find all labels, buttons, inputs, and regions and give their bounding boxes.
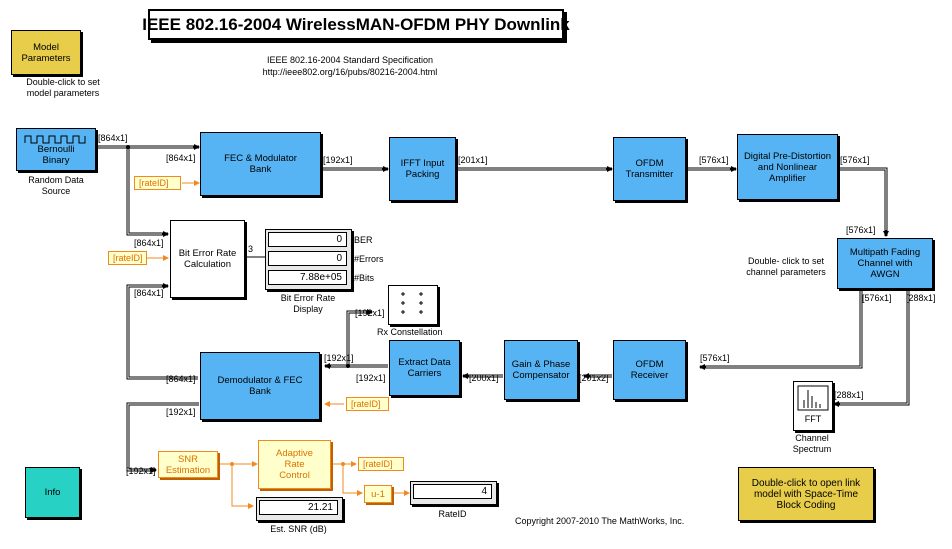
rateid-value: 4	[413, 484, 492, 499]
ber-calc-label: Bit Error Rate Calculation	[178, 248, 237, 270]
snr-estimation-label: SNR Estimation	[165, 453, 211, 476]
rateid-from-tag-ber[interactable]: [rateID]	[108, 251, 147, 265]
bernoulli-binary-block[interactable]: Bernoulli Binary	[16, 128, 96, 171]
bits-row-label: #Bits	[354, 273, 375, 283]
fec-modulator-label: FEC & Modulator Bank	[224, 153, 297, 175]
ofdm-rx-label: OFDM Receiver	[630, 359, 669, 381]
spectrum-icon	[797, 385, 829, 411]
unit-delay-block[interactable]: u-1	[364, 485, 392, 503]
pulse-train-icon	[24, 135, 86, 143]
sig-rx-out: [201x2]	[579, 373, 609, 383]
sig-ber-tx-in: [864x1]	[134, 238, 164, 248]
ber-display-caption: Bit Error Rate Display	[280, 293, 336, 314]
sig-rx-in: [576x1]	[700, 353, 730, 363]
unit-delay-label: u-1	[371, 488, 385, 500]
adaptive-rate-control-block[interactable]: Adaptive Rate Control	[258, 440, 331, 489]
snr-estimation-block[interactable]: SNR Estimation	[158, 451, 218, 478]
model-parameters-hint: Double-click to set model parameters	[26, 77, 100, 98]
spec-line1: IEEE 802.16-2004 Standard Specification	[266, 55, 434, 65]
sig-snr-in: [192x1]	[126, 466, 156, 476]
bernoulli-binary-label: Bernoulli Binary	[37, 143, 75, 166]
sig-fec-in: [864x1]	[166, 153, 196, 163]
demodulator-fec-bank-block[interactable]: Demodulator & FEC Bank	[200, 352, 320, 420]
sig-gain-out: [200x1]	[469, 373, 499, 383]
ber-value: 0	[268, 232, 347, 247]
spec-link[interactable]: http://ieee802.org/16/pubs/80216-2004.ht…	[262, 67, 438, 77]
est-snr-value: 21.21	[259, 500, 338, 515]
ber-row-label: BER	[354, 235, 373, 245]
gain-phase-label: Gain & Phase Compensator	[511, 359, 571, 381]
bernoulli-caption: Random Data Source	[28, 175, 84, 196]
est-snr-caption: Est. SNR (dB)	[270, 524, 327, 534]
sig-constellation-in: [192x1]	[355, 308, 385, 318]
stbc-model-link-block[interactable]: Double-click to open link model with Spa…	[738, 467, 874, 521]
ofdm-tx-label: OFDM Transmitter	[625, 158, 674, 180]
sig-bernoulli-out: [864x1]	[98, 133, 128, 143]
sig-ifft-out: [201x1]	[458, 155, 488, 165]
model-parameters-label: Model Parameters	[21, 41, 71, 64]
errors-row-label: #Errors	[354, 254, 384, 264]
ifft-input-packing-block[interactable]: IFFT Input Packing	[389, 137, 456, 201]
channel-label: Multipath Fading Channel with AWGN	[849, 247, 921, 280]
bit-error-rate-calc-block[interactable]: Bit Error Rate Calculation	[170, 220, 245, 298]
sig-tx-out: [576x1]	[699, 155, 729, 165]
adaptive-rate-label: Adaptive Rate Control	[276, 448, 313, 481]
model-title: IEEE 802.16-2004 WirelessMAN-OFDM PHY Do…	[142, 9, 570, 40]
sig-extract-out: [192x1]	[356, 373, 386, 383]
info-label: Info	[44, 487, 61, 498]
sig-spectrum-in: [288x1]	[834, 390, 864, 400]
sig-demod-out: [864x1]	[166, 374, 196, 384]
extract-data-carriers-block[interactable]: Extract Data Carriers	[389, 340, 460, 396]
spec-note[interactable]: IEEE 802.16-2004 Standard Specification …	[240, 54, 460, 78]
channel-spectrum-caption: Channel Spectrum	[792, 433, 832, 454]
stbc-label: Double-click to open link model with Spa…	[751, 477, 861, 511]
ofdm-receiver-block[interactable]: OFDM Receiver	[613, 340, 686, 400]
copyright: Copyright 2007-2010 The MathWorks, Inc.	[515, 516, 685, 526]
rateid-from-tag-demod[interactable]: [rateID]	[346, 397, 389, 411]
sig-channel-in: [576x1]	[846, 225, 876, 235]
errors-value: 0	[268, 251, 347, 266]
sig-channel-spectrum-out: [288x1]	[906, 293, 936, 303]
constellation-icon	[401, 292, 423, 314]
sig-channel-out: [576x1]	[862, 293, 892, 303]
extract-label: Extract Data Carriers	[398, 357, 451, 379]
fec-modulator-bank-block[interactable]: FEC & Modulator Bank	[200, 132, 321, 196]
ofdm-transmitter-block[interactable]: OFDM Transmitter	[613, 137, 686, 201]
dpd-amplifier-block[interactable]: Digital Pre-Distortion and Nonlinear Amp…	[737, 134, 838, 200]
gain-phase-compensator-block[interactable]: Gain & Phase Compensator	[504, 340, 578, 400]
sig-fec-out: [192x1]	[323, 155, 353, 165]
sig-demod-snr-out: [192x1]	[166, 407, 196, 417]
channel-spectrum-block[interactable]: FFT	[793, 381, 833, 431]
bits-value: 7.88e+05	[268, 270, 347, 285]
rateid-caption: RateID	[438, 509, 467, 519]
sig-demod-in: [192x1]	[324, 353, 354, 363]
rateid-from-tag-fec[interactable]: [rateID]	[134, 176, 181, 190]
multipath-channel-block[interactable]: Multipath Fading Channel with AWGN	[837, 238, 933, 289]
rx-constellation-caption: Rx Constellation	[377, 327, 443, 337]
ber-output-width: 3	[248, 244, 254, 254]
rx-constellation-block[interactable]	[388, 285, 438, 325]
sig-dpd-out: [576x1]	[840, 155, 870, 165]
ifft-label: IFFT Input Packing	[400, 158, 445, 180]
sig-ber-rx-in: [864x1]	[134, 288, 164, 298]
rateid-goto-tag[interactable]: [rateID]	[358, 457, 404, 471]
info-block[interactable]: Info	[25, 467, 80, 518]
channel-hint: Double- click to set channel parameters	[746, 256, 826, 277]
model-parameters-block[interactable]: Model Parameters	[11, 30, 81, 75]
demod-label: Demodulator & FEC Bank	[217, 375, 303, 397]
fft-label: FFT	[804, 414, 822, 424]
dpd-label: Digital Pre-Distortion and Nonlinear Amp…	[743, 150, 832, 184]
